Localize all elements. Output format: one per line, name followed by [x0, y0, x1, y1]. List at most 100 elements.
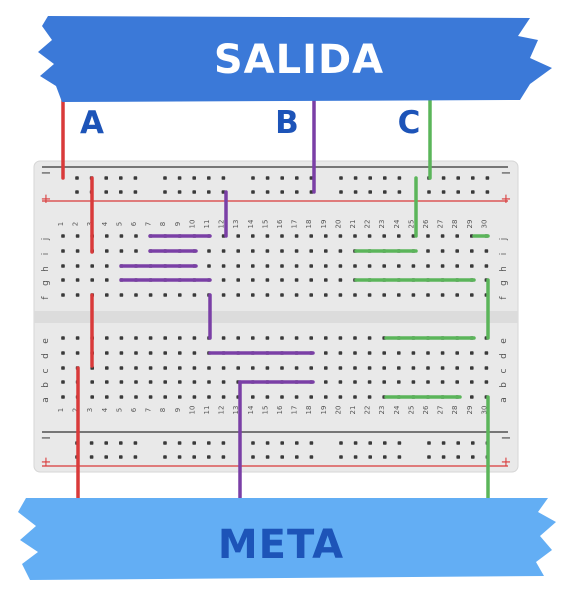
column-number-top: 9: [174, 222, 182, 226]
row-letter-right: g: [499, 280, 509, 286]
row-letter-right: j: [499, 238, 509, 242]
column-number-bottom: 13: [232, 406, 240, 415]
column-number-top: 27: [437, 220, 445, 229]
row-letter-left: d: [41, 353, 51, 359]
column-number-top: 11: [203, 220, 211, 229]
finish-banner: META: [18, 498, 556, 580]
column-number-top: 22: [364, 220, 372, 229]
row-letter-left: j: [41, 238, 51, 242]
column-number-bottom: 23: [378, 406, 386, 415]
rail-sign-plus-tl: +: [41, 192, 52, 207]
column-number-bottom: 30: [480, 406, 488, 415]
rail-sign-plus-tr: +: [501, 192, 512, 207]
rail-sign-minus-tr: −: [501, 166, 512, 181]
column-number-bottom: 11: [203, 406, 211, 415]
path-label-b: B: [275, 105, 299, 141]
column-number-top: 8: [159, 222, 167, 226]
column-number-top: 17: [291, 220, 299, 229]
row-letter-right: e: [499, 338, 509, 344]
path-label-a: A: [80, 105, 104, 141]
row-letter-left: c: [41, 368, 51, 373]
start-banner-label: SALIDA: [214, 37, 384, 83]
start-banner: SALIDA: [38, 16, 552, 102]
column-number-bottom: 2: [72, 408, 80, 412]
column-number-bottom: 14: [247, 405, 255, 414]
column-number-bottom: 26: [422, 405, 430, 414]
column-number-top: 23: [378, 220, 386, 229]
column-number-bottom: 22: [364, 406, 372, 415]
path-label-c: C: [398, 105, 421, 141]
column-number-top: 4: [101, 221, 109, 226]
column-number-top: 25: [407, 220, 415, 229]
column-number-top: 3: [86, 222, 94, 226]
column-number-bottom: 21: [349, 406, 357, 415]
column-number-bottom: 8: [159, 408, 167, 412]
row-letter-left: a: [41, 397, 51, 403]
finish-banner-shape: [18, 498, 556, 580]
breadboard-labels: 1122334455667788991010111112121313141415…: [41, 219, 509, 414]
row-letter-left: b: [41, 382, 51, 388]
column-number-top: 6: [130, 221, 138, 226]
row-letter-left: i: [41, 253, 51, 256]
column-number-top: 20: [334, 220, 342, 229]
column-number-bottom: 28: [451, 406, 459, 415]
column-number-bottom: 16: [276, 405, 284, 414]
column-number-bottom: 27: [437, 406, 445, 415]
column-number-bottom: 1: [57, 408, 65, 412]
column-number-bottom: 7: [145, 408, 153, 412]
column-number-bottom: 6: [130, 407, 138, 412]
column-number-top: 29: [466, 220, 474, 229]
column-number-top: 19: [320, 220, 328, 229]
column-number-top: 10: [188, 220, 196, 229]
column-number-bottom: 9: [174, 408, 182, 412]
column-number-bottom: 25: [407, 406, 415, 415]
column-number-top: 2: [72, 222, 80, 226]
column-number-top: 16: [276, 219, 284, 228]
column-number-top: 7: [145, 222, 153, 226]
row-letter-right: d: [499, 353, 509, 359]
column-number-top: 24: [393, 219, 401, 228]
rail-sign-plus-br: +: [501, 455, 512, 470]
finish-banner-label: META: [218, 522, 344, 568]
row-letter-left: f: [41, 296, 51, 300]
wires: [61, 93, 490, 502]
rail-sign-minus-tl: −: [41, 166, 52, 181]
column-number-top: 21: [349, 220, 357, 229]
row-letter-right: h: [499, 266, 509, 272]
column-number-top: 5: [115, 222, 123, 226]
column-number-top: 30: [480, 220, 488, 229]
row-letter-right: c: [499, 368, 509, 373]
rail-sign-minus-br: −: [501, 431, 512, 446]
column-number-bottom: 15: [261, 406, 269, 415]
column-number-bottom: 12: [218, 406, 226, 415]
column-number-bottom: 4: [101, 407, 109, 412]
column-number-bottom: 19: [320, 406, 328, 415]
column-number-bottom: 29: [466, 406, 474, 415]
column-number-bottom: 3: [86, 408, 94, 412]
column-number-bottom: 10: [188, 406, 196, 415]
column-number-bottom: 5: [115, 408, 123, 412]
row-letter-right: a: [499, 397, 509, 403]
row-letter-right: i: [499, 253, 509, 256]
row-letter-right: b: [499, 382, 509, 388]
start-banner-shape: [38, 16, 552, 102]
breadboard: − − + + − − + + 112233445566778899101011…: [33, 160, 519, 473]
column-number-top: 28: [451, 220, 459, 229]
rail-sign-plus-bl: +: [41, 455, 52, 470]
column-number-bottom: 17: [291, 406, 299, 415]
column-number-top: 12: [218, 220, 226, 229]
row-letter-right: f: [499, 296, 509, 300]
row-letter-left: g: [41, 280, 51, 286]
column-number-bottom: 18: [305, 406, 313, 415]
column-number-top: 14: [247, 219, 255, 228]
row-letter-left: e: [41, 338, 51, 344]
column-number-bottom: 20: [334, 406, 342, 415]
column-number-top: 26: [422, 219, 430, 228]
rail-sign-minus-bl: −: [41, 431, 52, 446]
row-letter-left: h: [41, 266, 51, 272]
column-number-top: 1: [57, 222, 65, 226]
column-number-top: 18: [305, 220, 313, 229]
column-number-bottom: 24: [393, 405, 401, 414]
column-number-top: 15: [261, 220, 269, 229]
